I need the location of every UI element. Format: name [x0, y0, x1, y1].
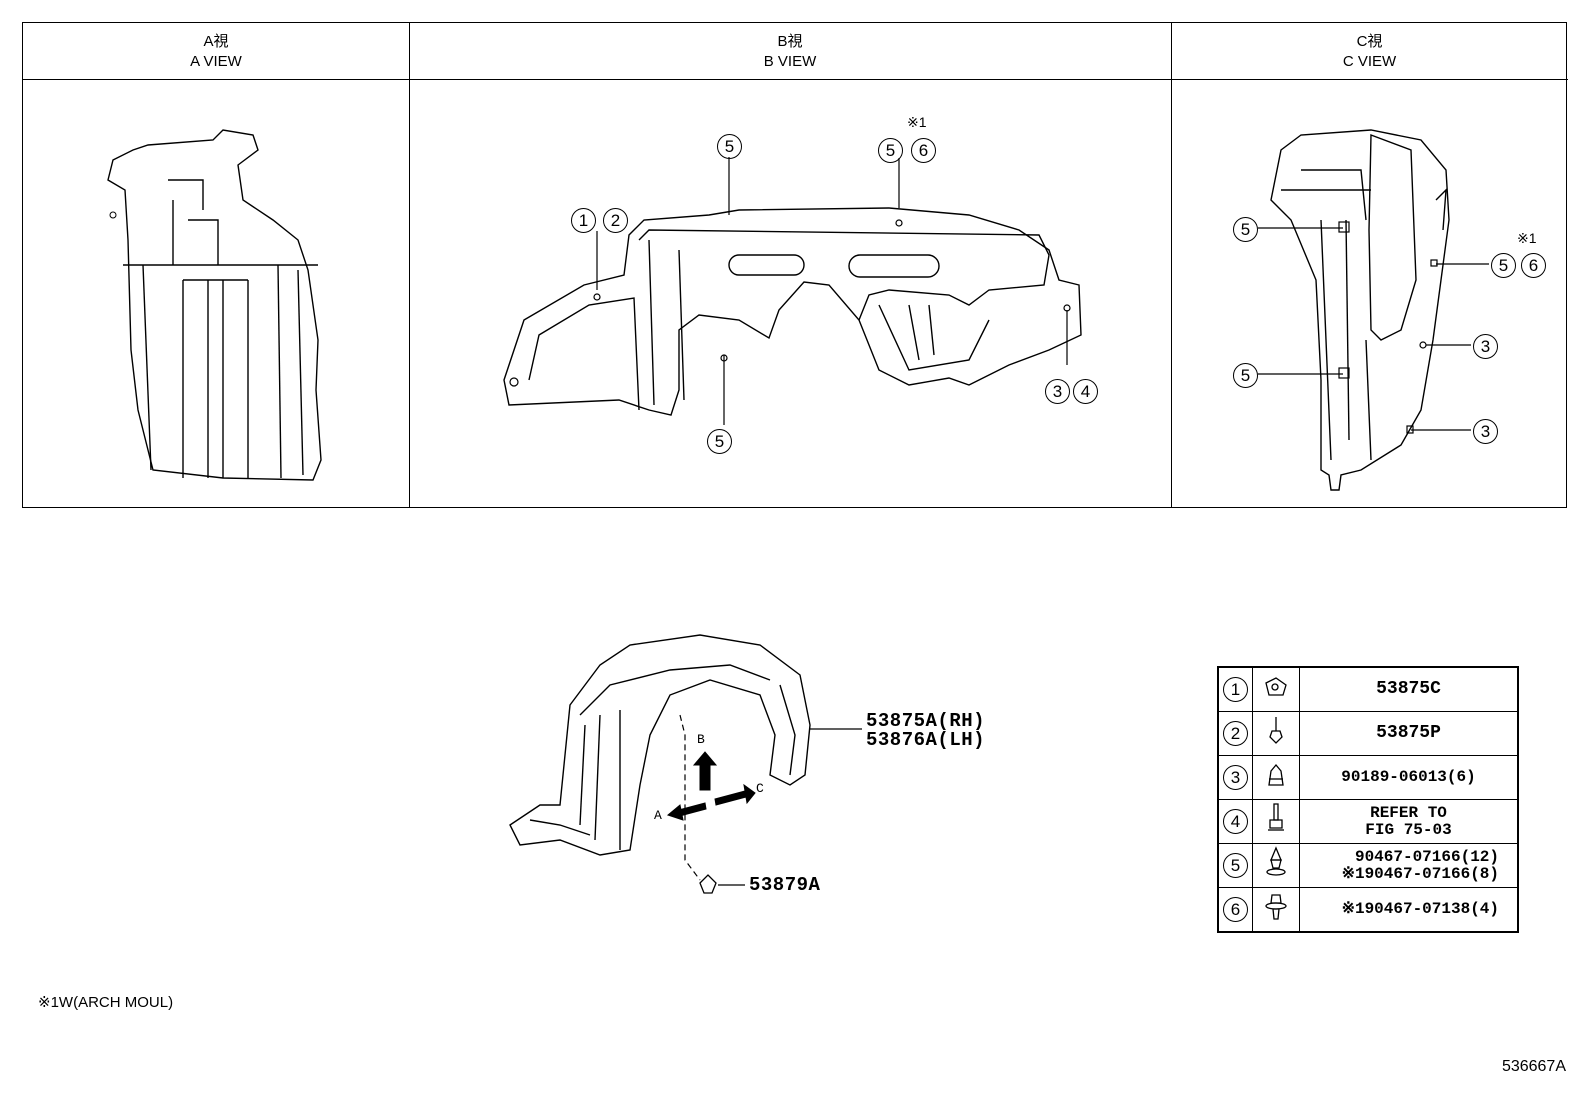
b-callout-4: 4 [1073, 379, 1098, 404]
b-view-title-en: B VIEW [763, 53, 817, 70]
b-view-header: B視 B VIEW [409, 23, 1171, 80]
arrow-label-b: B [697, 732, 705, 747]
part-label-clip: 53879A [749, 874, 821, 896]
b-callout-5-top: 5 [717, 134, 742, 159]
bolt-icon [1268, 803, 1284, 831]
b-view-drawing: 5 ※1 5 6 1 2 5 3 4 [409, 80, 1171, 507]
views-frame: A視 A VIEW [22, 22, 1568, 508]
push-clip-icon [1265, 894, 1287, 920]
arrow-label-a: A [654, 808, 662, 823]
nut-clip-icon [1265, 677, 1287, 696]
fastener-legend-table: 1 53875C 2 53875P 3 90189-06013(6) 4 REF… [1217, 666, 1519, 933]
c-note-mark: ※1 [1517, 230, 1537, 246]
footnote: ※1W(ARCH MOUL) [38, 994, 174, 1011]
b-callout-5-right: 5 [878, 138, 903, 163]
legend-row: 5 90467-07166(12) ※190467-07166(8) [1217, 843, 1519, 888]
legend-part-number: 53875C [1299, 666, 1519, 712]
legend-num: 3 [1223, 765, 1248, 790]
legend-part-number: 90189-06013(6) [1299, 755, 1519, 800]
a-view-drawing [23, 80, 409, 507]
nut-icon [1268, 763, 1284, 786]
c-view-panel: C視 C VIEW [1171, 23, 1568, 507]
legend-row: 4 REFER TO FIG 75-03 [1217, 799, 1519, 844]
legend-row: 3 90189-06013(6) [1217, 755, 1519, 800]
b-callout-5-bottom: 5 [707, 429, 732, 454]
legend-num: 4 [1223, 809, 1248, 834]
b-view-liner-drawing [503, 157, 1082, 425]
arrow-label-c: C [756, 781, 764, 796]
c-callout-5-top: 5 [1233, 217, 1258, 242]
screw-icon [1269, 717, 1283, 744]
legend-part-line2: FIG 75-03 [1365, 820, 1452, 839]
c-callout-6: 6 [1521, 253, 1546, 278]
legend-row: 6 ※190467-07138(4) [1217, 887, 1519, 933]
part-label-liner-rh: 53875A(RH) [866, 710, 986, 732]
c-view-title-jp: C視 [1356, 33, 1383, 50]
legend-part-line1: 90467-07166(12) [1354, 847, 1499, 866]
fender-liner-assembly-drawing [509, 634, 862, 894]
b-callout-3: 3 [1045, 379, 1070, 404]
b-callout-2: 2 [603, 208, 628, 233]
b-callout-1: 1 [571, 208, 596, 233]
legend-num: 6 [1223, 897, 1248, 922]
a-view-title-jp: A視 [203, 33, 229, 50]
legend-row: 2 53875P [1217, 711, 1519, 756]
illustration-id: 536667A [1501, 1058, 1566, 1075]
c-callout-5-bottom: 5 [1233, 363, 1258, 388]
a-view-liner-drawing [107, 129, 322, 481]
b-note-mark: ※1 [907, 114, 927, 130]
b-callout-6: 6 [911, 138, 936, 163]
legend-num: 1 [1223, 677, 1248, 702]
legend-part-number: ※190467-07138(4) [1299, 887, 1519, 933]
a-view-panel: A視 A VIEW [23, 23, 410, 507]
legend-num: 5 [1223, 853, 1248, 878]
c-callout-3-lower: 3 [1473, 419, 1498, 444]
legend-part-line2: ※190467-07166(8) [1341, 864, 1499, 883]
a-view-header: A視 A VIEW [23, 23, 409, 80]
c-view-header: C視 C VIEW [1171, 23, 1568, 80]
a-view-title-en: A VIEW [190, 53, 242, 70]
c-callout-5-right: 5 [1491, 253, 1516, 278]
b-view-title-jp: B視 [777, 33, 803, 50]
legend-part-line1: REFER TO [1370, 803, 1447, 822]
part-label-liner-lh: 53876A(LH) [866, 729, 986, 751]
c-view-liner-drawing [1258, 129, 1489, 491]
legend-row: 1 53875C [1217, 666, 1519, 712]
c-callout-3-upper: 3 [1473, 334, 1498, 359]
c-view-title-en: C VIEW [1342, 53, 1397, 70]
b-view-panel: B視 B VIEW [409, 23, 1172, 507]
legend-part-number: 53875P [1299, 711, 1519, 756]
legend-num: 2 [1223, 721, 1248, 746]
c-view-drawing: 5 5 ※1 5 6 3 3 [1171, 80, 1568, 507]
clip-icon [1266, 846, 1286, 876]
